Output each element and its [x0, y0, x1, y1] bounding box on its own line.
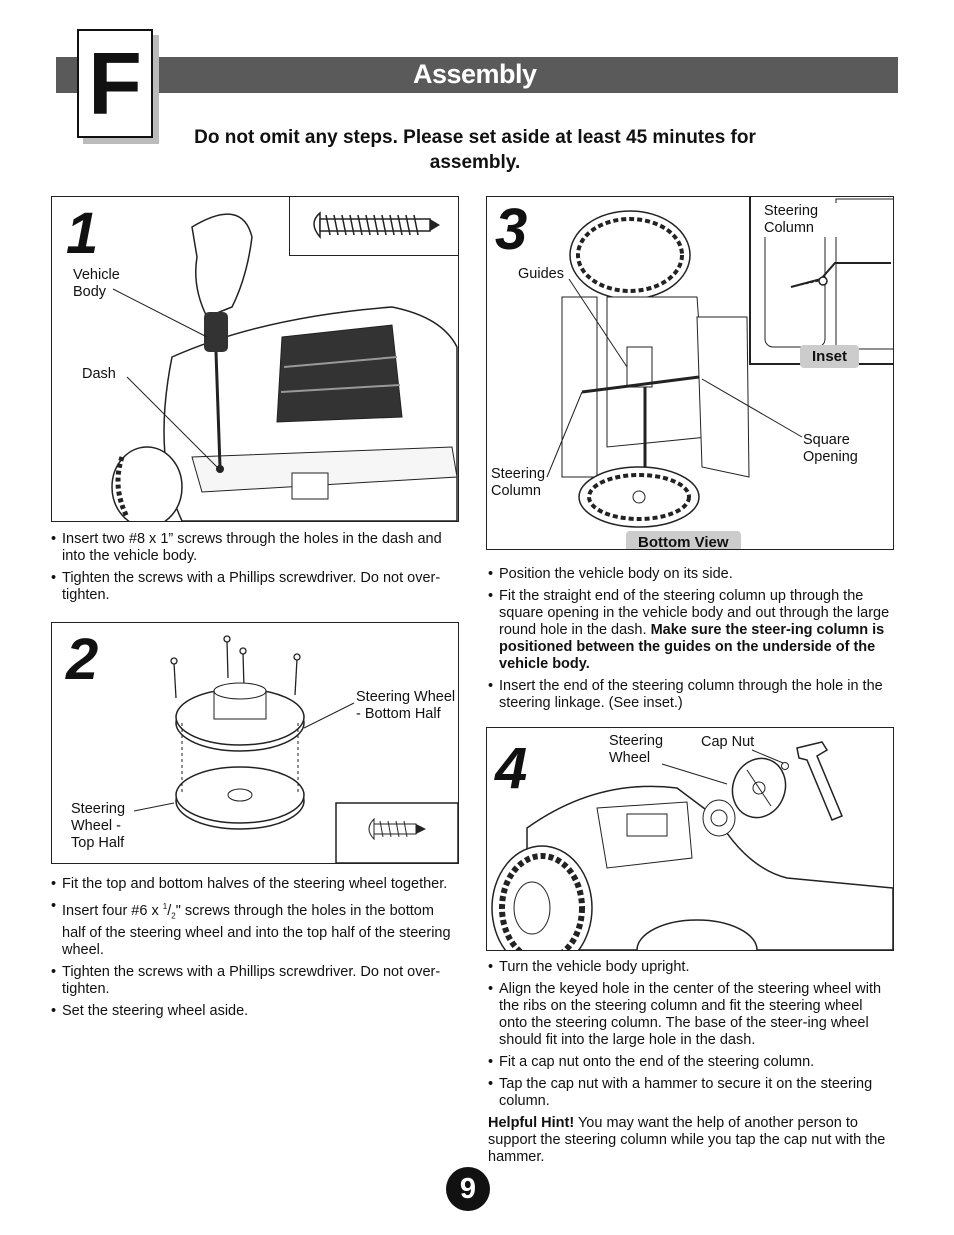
step-4-number: 4 — [495, 736, 528, 801]
step-2-bullet: Fit the top and bottom halves of the ste… — [51, 876, 451, 893]
step-4-figure: 4 Steering Wheel Cap Nut — [486, 727, 894, 951]
label-steering-wheel: Steering Wheel — [609, 733, 664, 766]
step-2-bullet: Tighten the screws with a Phillips screw… — [51, 964, 451, 998]
section-title: Assembly — [413, 59, 537, 89]
label-inset-steering-column: Steering Column — [764, 203, 844, 237]
step-3-bullet: Position the vehicle body on its side. — [488, 566, 893, 583]
step-4-bullet: Fit a cap nut onto the end of the steeri… — [488, 1054, 893, 1071]
label-cap-nut: Cap Nut — [701, 734, 755, 750]
label-square-opening: Square Opening — [803, 432, 858, 465]
step-4-instructions: Turn the vehicle body upright. Align the… — [488, 959, 893, 1115]
label-bottom-half: Steering Wheel - Bottom Half — [356, 689, 456, 722]
step-1-figure: 1 Vehicle Body Dash — [51, 196, 459, 522]
label-steering-column: Steering Column — [491, 466, 546, 499]
step-4-illustration — [491, 741, 893, 950]
step-3-bullet: Fit the straight end of the steering col… — [488, 588, 893, 673]
screw-callout — [289, 197, 458, 256]
label-dash: Dash — [82, 366, 116, 382]
step-2-number: 2 — [66, 627, 99, 692]
label-top-half: Steering Wheel - Top Half — [71, 801, 126, 851]
hint-label: Helpful Hint! — [488, 1115, 575, 1131]
step-2-figure: 2 Steering Wheel - Bottom Half Steering … — [51, 622, 459, 864]
inset-tag: Inset — [800, 345, 860, 368]
step-3-bullet: Insert the end of the steering column th… — [488, 678, 893, 712]
step-3-number: 3 — [495, 197, 528, 262]
screw-8x1-icon — [313, 211, 440, 240]
label-guides: Guides — [518, 266, 564, 282]
bottom-view-tag: Bottom View — [626, 531, 741, 549]
step-3-illustration — [546, 210, 803, 528]
step-1-bullet: Insert two #8 x 1” screws through the ho… — [51, 531, 451, 565]
label-vehicle-body: Vehicle Body — [73, 267, 120, 300]
step-1-number: 1 — [66, 201, 99, 266]
step-4-bullet: Turn the vehicle body upright. — [488, 959, 893, 976]
step-4-bullet: Tap the cap nut with a hammer to secure … — [488, 1076, 893, 1110]
step-3-figure: 3 Steering Column Inset Guides Square Op… — [486, 196, 894, 550]
hint-text: You may want the help of another person … — [488, 1115, 886, 1165]
step-2-bullet: Insert four #6 x 1/2" screws through the… — [51, 898, 451, 959]
section-letter: F — [77, 29, 153, 138]
inset-illustration — [764, 198, 893, 350]
step-2-illustration — [133, 635, 458, 863]
intro-note: Do not omit any steps. Please set aside … — [194, 127, 756, 173]
step-4-bullet: Align the keyed hole in the center of th… — [488, 981, 893, 1049]
step-2-bullet: Set the steering wheel aside. — [51, 1003, 451, 1020]
page-number: 9 — [446, 1167, 490, 1211]
step-1-instructions: Insert two #8 x 1” screws through the ho… — [51, 531, 451, 609]
step-1-illustration — [111, 213, 458, 521]
step-2-instructions: Fit the top and bottom halves of the ste… — [51, 876, 451, 1025]
step-1-bullet: Tighten the screws with a Phillips screw… — [51, 570, 451, 604]
helpful-hint: Helpful Hint! You may want the help of a… — [488, 1115, 893, 1166]
screw-6x1-2-icon — [368, 817, 426, 841]
section-header-bar — [56, 57, 898, 93]
step-3-instructions: Position the vehicle body on its side. F… — [488, 566, 893, 717]
